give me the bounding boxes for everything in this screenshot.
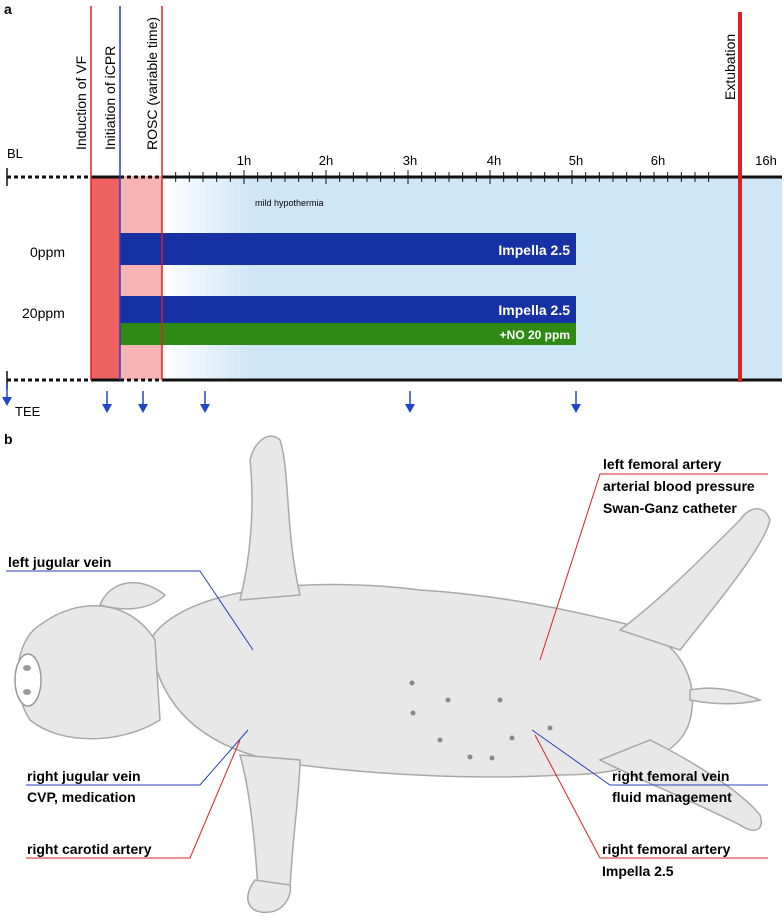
cpr-phase-block bbox=[120, 176, 162, 380]
panel-b: b bbox=[4, 431, 771, 914]
hour-label-5h: 5h bbox=[569, 153, 583, 168]
cvp-medication-label: CVP, medication bbox=[27, 789, 136, 805]
hour-label-4h: 4h bbox=[487, 153, 501, 168]
panel-a: a Impella 2.5 Impella 2.5 +NO 20 ppm 0pp… bbox=[2, 1, 782, 419]
induction-label: Induction of VF bbox=[73, 56, 89, 150]
baseline-label: BL bbox=[7, 146, 23, 161]
right-carotid-line bbox=[26, 739, 241, 859]
right-femoral-vein-line bbox=[531, 729, 768, 786]
tee-arrow-5h bbox=[571, 391, 581, 413]
tee-arrow-baseline bbox=[2, 383, 12, 406]
panel-b-label: b bbox=[4, 431, 13, 447]
hour-label-2h: 2h bbox=[319, 153, 333, 168]
pig-torso bbox=[149, 583, 694, 778]
group-0ppm-label: 0ppm bbox=[30, 244, 65, 260]
hypothermia-label: mild hypothermia bbox=[255, 198, 324, 208]
pig-nostril-upper bbox=[23, 665, 31, 671]
group-20ppm-label: 20ppm bbox=[22, 305, 65, 321]
impella-annotation-label: Impella 2.5 bbox=[602, 863, 674, 879]
vf-phase-block bbox=[91, 176, 120, 380]
pig-ear bbox=[98, 581, 167, 610]
left-jugular-label: left jugular vein bbox=[8, 554, 111, 570]
pig-hind-left-leg bbox=[618, 508, 771, 651]
tee-arrow-early bbox=[200, 391, 210, 413]
pig-front-left-leg bbox=[239, 435, 301, 601]
right-femoral-artery-label: right femoral artery bbox=[602, 841, 731, 857]
pig-illustration bbox=[17, 435, 771, 914]
rosc-label: ROSC (variable time) bbox=[144, 17, 160, 150]
right-femoral-vein-label: right femoral vein bbox=[612, 768, 729, 784]
fluid-management-label: fluid management bbox=[612, 789, 732, 805]
hypothermia-gradient bbox=[162, 176, 252, 380]
timeline-ticks bbox=[175, 170, 710, 184]
annotation-lines bbox=[6, 473, 768, 859]
tee-arrow-rosc bbox=[138, 391, 148, 413]
swan-ganz-label: Swan-Ganz catheter bbox=[603, 500, 737, 516]
annotation-labels: left jugular vein right jugular vein CVP… bbox=[8, 456, 755, 879]
pig-teats bbox=[409, 680, 553, 761]
right-jugular-line bbox=[26, 729, 249, 786]
tee-arrow-3h bbox=[405, 391, 415, 413]
panel-a-label: a bbox=[4, 1, 12, 17]
hour-label-16h: 16h bbox=[755, 153, 777, 168]
left-femoral-artery-label: left femoral artery bbox=[603, 456, 721, 472]
right-jugular-label: right jugular vein bbox=[27, 768, 141, 784]
tee-label: TEE bbox=[15, 404, 41, 419]
pig-nostril-lower bbox=[23, 689, 31, 695]
impella-bar-0ppm bbox=[120, 233, 576, 265]
impella-bar-20ppm-label: Impella 2.5 bbox=[498, 302, 570, 318]
hour-label-6h: 6h bbox=[651, 153, 665, 168]
pig-front-right-leg bbox=[238, 754, 301, 902]
tee-arrow-cpr bbox=[102, 391, 112, 413]
no-bar-20ppm bbox=[120, 323, 576, 345]
pig-snout bbox=[14, 653, 42, 707]
right-carotid-label: right carotid artery bbox=[27, 841, 152, 857]
tee-arrows bbox=[2, 383, 581, 413]
extubation-label: Extubation bbox=[722, 34, 738, 100]
hour-label-3h: 3h bbox=[403, 153, 417, 168]
left-femoral-line bbox=[539, 473, 768, 661]
arterial-bp-label: arterial blood pressure bbox=[603, 478, 755, 494]
pig-front-right-paw bbox=[247, 879, 292, 914]
initiation-label: Initiation of iCPR bbox=[102, 46, 118, 150]
left-jugular-line bbox=[6, 570, 254, 651]
hypothermia-region bbox=[162, 176, 782, 380]
right-femoral-artery-line bbox=[534, 734, 768, 859]
no-bar-20ppm-label: +NO 20 ppm bbox=[500, 328, 570, 342]
hour-label-1h: 1h bbox=[237, 153, 251, 168]
impella-bar-20ppm bbox=[120, 296, 576, 323]
impella-bar-0ppm-label: Impella 2.5 bbox=[498, 242, 570, 258]
pig-tail bbox=[689, 687, 763, 705]
